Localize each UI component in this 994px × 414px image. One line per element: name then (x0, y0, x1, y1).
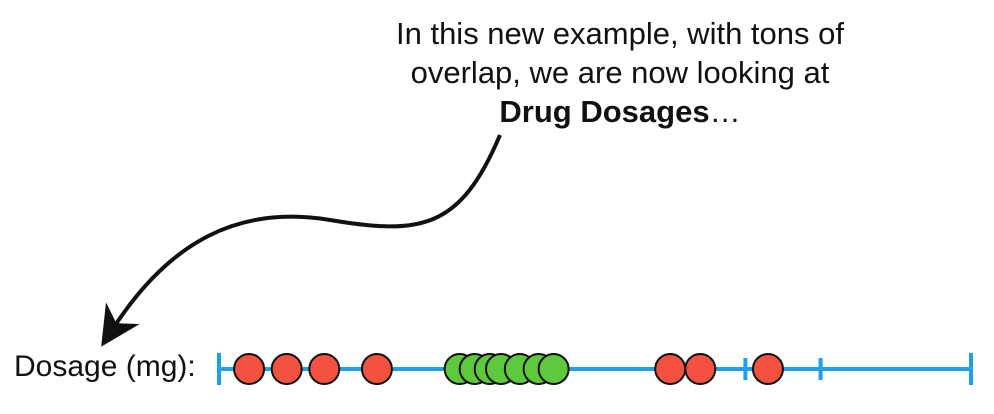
red-data-point (654, 353, 687, 385)
caption-line-3: Drug Dosages… (300, 92, 940, 131)
caption-bold-term: Drug Dosages (499, 94, 710, 129)
data-points (233, 353, 784, 385)
curved-arrow (101, 134, 502, 347)
red-data-point (308, 353, 341, 385)
red-data-point (360, 353, 393, 385)
axis-label: Dosage (mg): (14, 350, 196, 383)
red-data-point (270, 353, 303, 385)
caption-ellipsis: … (709, 94, 741, 129)
caption: In this new example, with tons of overla… (300, 14, 940, 131)
red-data-point (684, 353, 717, 385)
caption-line-2: overlap, we are now looking at (410, 55, 830, 90)
caption-line-1: In this new example, with tons of (395, 16, 844, 51)
green-data-point (537, 353, 570, 385)
red-data-point (233, 353, 266, 385)
red-data-point (751, 353, 784, 385)
